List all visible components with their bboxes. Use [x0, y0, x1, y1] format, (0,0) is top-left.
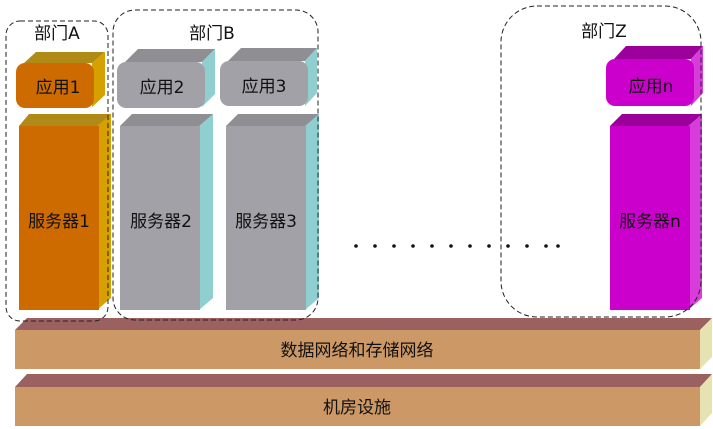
- department-a-boundary: [5, 20, 109, 322]
- server-1-side: [97, 114, 111, 310]
- app-2-label: 应用2: [140, 78, 185, 98]
- app-n: 应用n: [606, 46, 703, 106]
- ellipsis: [354, 244, 560, 248]
- facility-layer-side: [700, 374, 712, 426]
- server-2-top: [120, 114, 213, 126]
- facility-layer-top: [15, 374, 712, 387]
- server-2: 服务器2: [120, 114, 213, 310]
- app-1-front: [16, 63, 94, 108]
- server-2-side: [199, 114, 213, 310]
- app-n-front: [606, 59, 694, 106]
- server-1-label: 服务器1: [28, 212, 90, 232]
- server-n-top: [610, 114, 702, 126]
- server-n: 服务器n: [610, 114, 702, 310]
- server-3-label: 服务器3: [235, 212, 297, 232]
- app-2-top: [125, 49, 215, 62]
- department-b-label: 部门B: [189, 24, 235, 44]
- server-1: 服务器1: [19, 114, 111, 310]
- server-3-top: [226, 114, 319, 126]
- server-n-front: [610, 126, 690, 310]
- app-2-side: [202, 49, 215, 107]
- server-3-front: [226, 126, 306, 310]
- network-layer-side: [700, 318, 712, 369]
- app-n-label: 应用n: [629, 77, 674, 97]
- app-n-top: [614, 46, 703, 59]
- server-n-label: 服务器n: [619, 212, 681, 232]
- department-z-label: 部门Z: [581, 22, 627, 42]
- server-1-front: [19, 126, 99, 310]
- server-1-top: [19, 114, 111, 126]
- facility-label: 机房设施: [323, 398, 391, 418]
- network-layer: 数据网络和存储网络: [15, 318, 712, 369]
- server-n-side: [688, 114, 702, 310]
- server-2-front: [120, 126, 200, 310]
- app-1-top: [24, 52, 105, 63]
- network-layer-front: [15, 330, 700, 369]
- department-z-boundary: [500, 5, 702, 318]
- department-a: 服务器1 应用1 部门A: [5, 20, 111, 322]
- app-3-front: [220, 61, 308, 106]
- server-3-side: [305, 114, 319, 310]
- server-3: 服务器3: [226, 114, 319, 310]
- app-3-label: 应用3: [242, 77, 287, 97]
- network-label: 数据网络和存储网络: [281, 341, 434, 361]
- app-1: 应用1: [16, 52, 105, 108]
- app-3: 应用3: [220, 48, 317, 106]
- server-2-label: 服务器2: [130, 212, 192, 232]
- facility-layer-front: [15, 387, 700, 426]
- app-1-label: 应用1: [36, 78, 81, 98]
- department-a-label: 部门A: [34, 24, 80, 44]
- app-3-top: [228, 48, 317, 61]
- app-1-side: [92, 52, 105, 107]
- department-b-boundary: [112, 9, 319, 321]
- department-b: 服务器2 应用2 服务器3 应用3 部门B: [112, 9, 319, 321]
- facility-layer: 机房设施: [15, 374, 712, 426]
- app-2-front: [117, 62, 205, 108]
- network-layer-top: [15, 318, 712, 330]
- department-z: 服务器n 应用n 部门Z: [500, 5, 703, 318]
- app-2: 应用2: [117, 49, 215, 108]
